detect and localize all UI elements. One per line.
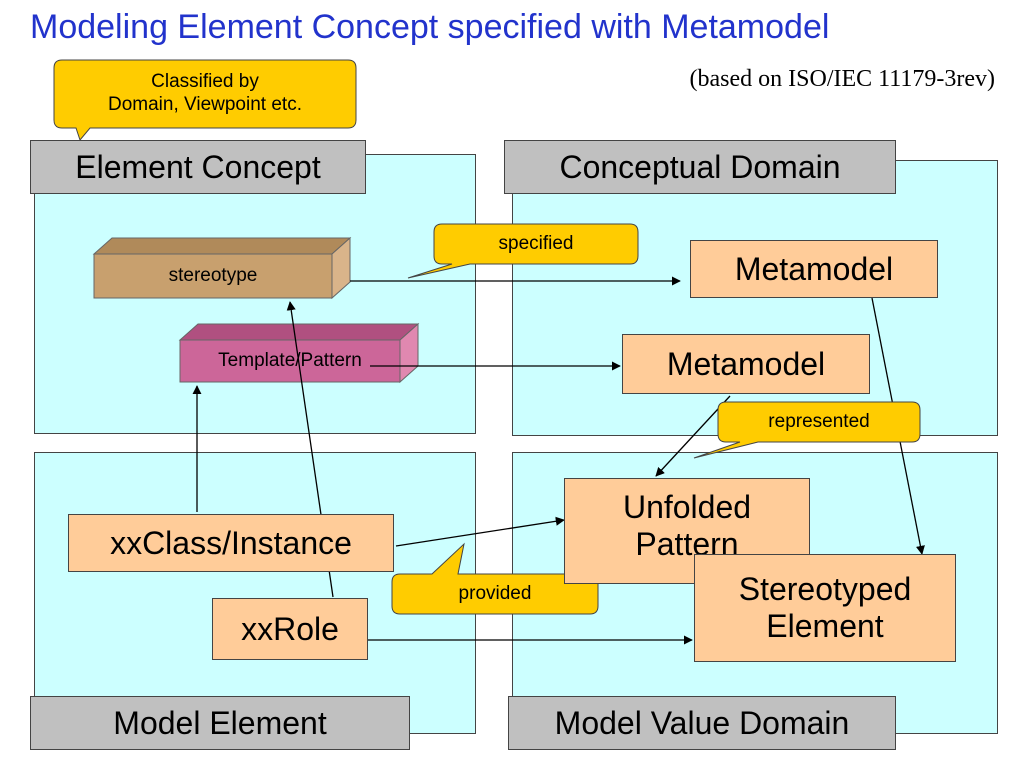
conceptual-domain-label: Conceptual Domain (504, 140, 896, 194)
metamodel-box-upper: Metamodel (690, 240, 938, 298)
stereotyped-element-box: Stereotyped Element (694, 554, 956, 662)
page-subtitle: (based on ISO/IEC 11179-3rev) (689, 66, 995, 92)
template-pattern-label: Template/Pattern (218, 350, 362, 371)
template-pattern-box-shape (178, 322, 420, 384)
classified-callout-shape (53, 59, 357, 142)
page-title: Modeling Element Concept specified with … (30, 8, 830, 46)
provided-callout: provided (458, 582, 532, 604)
class-to-unfolded-arrow (395, 516, 565, 547)
model-value-domain-label: Model Value Domain (508, 696, 896, 750)
classified-callout: Classified by Domain, Viewpoint etc. (108, 71, 302, 115)
stereotype-label: stereotype (168, 265, 258, 286)
represented-callout: represented (768, 410, 870, 432)
role-box: xxRole (212, 598, 368, 660)
model-element-label: Model Element (30, 696, 410, 750)
element-concept-label: Element Concept (30, 140, 366, 194)
stereotype-box-shape (92, 236, 352, 300)
specified-callout: specified (498, 232, 574, 254)
metamodel-box-lower: Metamodel (622, 334, 870, 394)
represented-callout-shape (693, 401, 921, 459)
specified-callout-shape (407, 223, 639, 279)
class-instance-box: xxClass/Instance (68, 514, 394, 572)
